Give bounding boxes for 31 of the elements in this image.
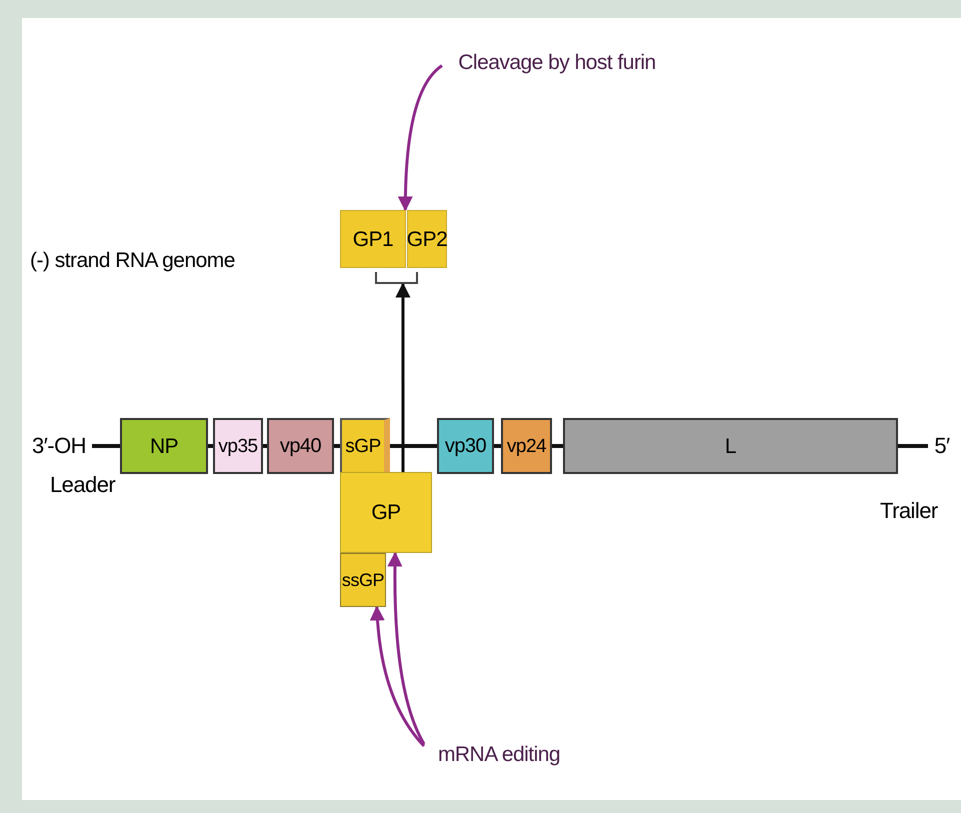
genome-line — [263, 444, 267, 448]
end-caption: Trailer — [880, 500, 938, 522]
genome-label: (-) strand RNA genome — [30, 250, 235, 271]
genome-line — [92, 444, 120, 448]
gene-box: vp30 — [437, 418, 494, 474]
protein-box: GP1 — [340, 210, 406, 268]
protein-box: GP2 — [407, 210, 447, 268]
gene-box: GP — [340, 472, 432, 553]
end-label: 5′ — [928, 428, 956, 464]
gene-box: NP — [120, 418, 208, 474]
end-label: 3′-OH — [26, 428, 92, 464]
curved-arrow — [398, 64, 443, 212]
arrow — [395, 282, 410, 472]
gene-box: vp35 — [213, 418, 263, 474]
annotation-text: Cleavage by host furin — [442, 44, 672, 80]
genome-line — [494, 444, 501, 448]
gene-box: vp24 — [501, 418, 552, 474]
curved-arrow — [370, 606, 426, 747]
gene-box: sGP — [340, 418, 390, 474]
curved-arrow — [388, 552, 426, 745]
genome-line — [898, 444, 928, 448]
gene-box: ssGP — [340, 553, 386, 607]
gene-box: vp40 — [267, 418, 334, 474]
annotation-text: mRNA editing — [424, 734, 574, 774]
bracket — [375, 272, 418, 284]
genome-line — [390, 444, 437, 448]
genome-line — [334, 444, 340, 448]
end-caption: Leader — [50, 474, 116, 496]
genome-line — [552, 444, 563, 448]
genome-line — [208, 444, 213, 448]
gene-box: L — [563, 418, 898, 474]
